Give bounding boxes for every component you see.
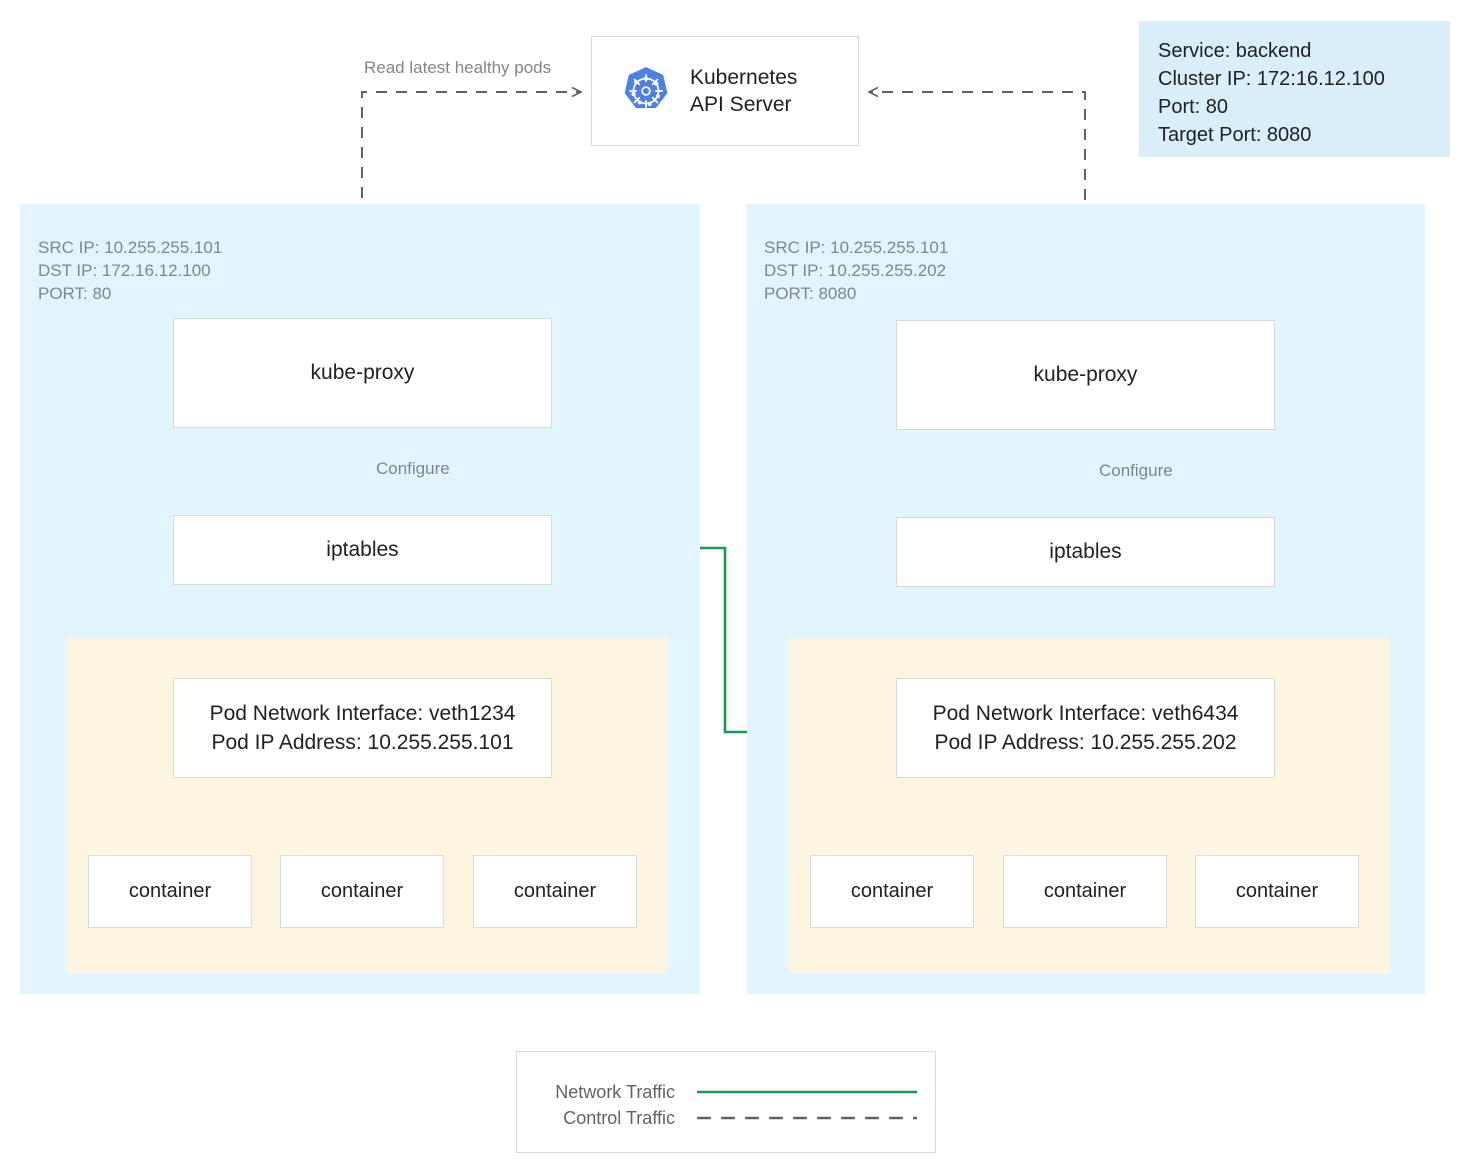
legend-box [516,1051,936,1153]
left-kube-proxy-label: kube-proxy [310,361,415,384]
left-node-src-ip: SRC IP: 10.255.255.101 [38,238,223,257]
right-container-2: container [1003,855,1167,928]
container-label: container [513,880,597,902]
configure-label-right: Configure [1099,461,1173,480]
left-container-1: container [88,855,252,928]
container-label: container [1235,880,1319,902]
left-container-3: container [473,855,637,928]
right-container-3: container [1195,855,1359,928]
right-node-port: PORT: 8080 [764,284,857,303]
left-iptables-label: iptables [326,538,399,561]
container-label: container [850,880,934,902]
kubernetes-logo-icon [624,67,668,109]
container-label: container [1043,880,1127,902]
right-kube-proxy-label: kube-proxy [1033,363,1138,386]
left-pod-ip-label: Pod IP Address: 10.255.255.101 [211,731,514,754]
left-node-port: PORT: 80 [38,284,112,303]
kubernetes-api-server-box: Kubernetes API Server [591,36,859,146]
service-info-box: Service: backend Cluster IP: 172:16.12.1… [1139,21,1450,157]
service-name: Service: backend [1158,40,1312,62]
right-node-dst-ip: DST IP: 10.255.255.202 [764,261,947,280]
right-pod-interface-label: Pod Network Interface: veth6434 [932,702,1239,725]
service-cluster-ip: Cluster IP: 172:16.12.100 [1158,68,1385,90]
left-node-ipinfo: SRC IP: 10.255.255.101 DST IP: 172.16.12… [38,236,222,305]
api-server-label: Kubernetes API Server [690,66,798,116]
legend-label-control-traffic: Control Traffic [563,1108,675,1128]
configure-label-left: Configure [376,459,450,478]
legend-label-network-traffic: Network Traffic [555,1082,675,1102]
service-target-port: Target Port: 8080 [1158,124,1312,146]
left-node-dst-ip: DST IP: 172.16.12.100 [38,261,211,280]
right-pod-interface-box: Pod Network Interface: veth6434 Pod IP A… [896,678,1275,778]
right-node-ipinfo: SRC IP: 10.255.255.101 DST IP: 10.255.25… [764,236,948,305]
right-node-src-ip: SRC IP: 10.255.255.101 [764,238,949,257]
right-pod-ip-label: Pod IP Address: 10.255.255.202 [934,731,1237,754]
left-iptables-box: iptables [173,515,552,585]
left-pod-interface-box: Pod Network Interface: veth1234 Pod IP A… [173,678,552,778]
service-port: Port: 80 [1158,96,1229,118]
right-kube-proxy-box: kube-proxy [896,320,1275,430]
right-iptables-label: iptables [1049,540,1122,563]
left-pod-interface-label: Pod Network Interface: veth1234 [209,702,516,725]
read-latest-healthy-pods-label: Read latest healthy pods [364,58,552,77]
right-iptables-box: iptables [896,517,1275,587]
right-container-1: container [810,855,974,928]
container-label: container [320,880,404,902]
container-label: container [128,880,212,902]
left-kube-proxy-box: kube-proxy [173,318,552,428]
left-container-2: container [280,855,444,928]
